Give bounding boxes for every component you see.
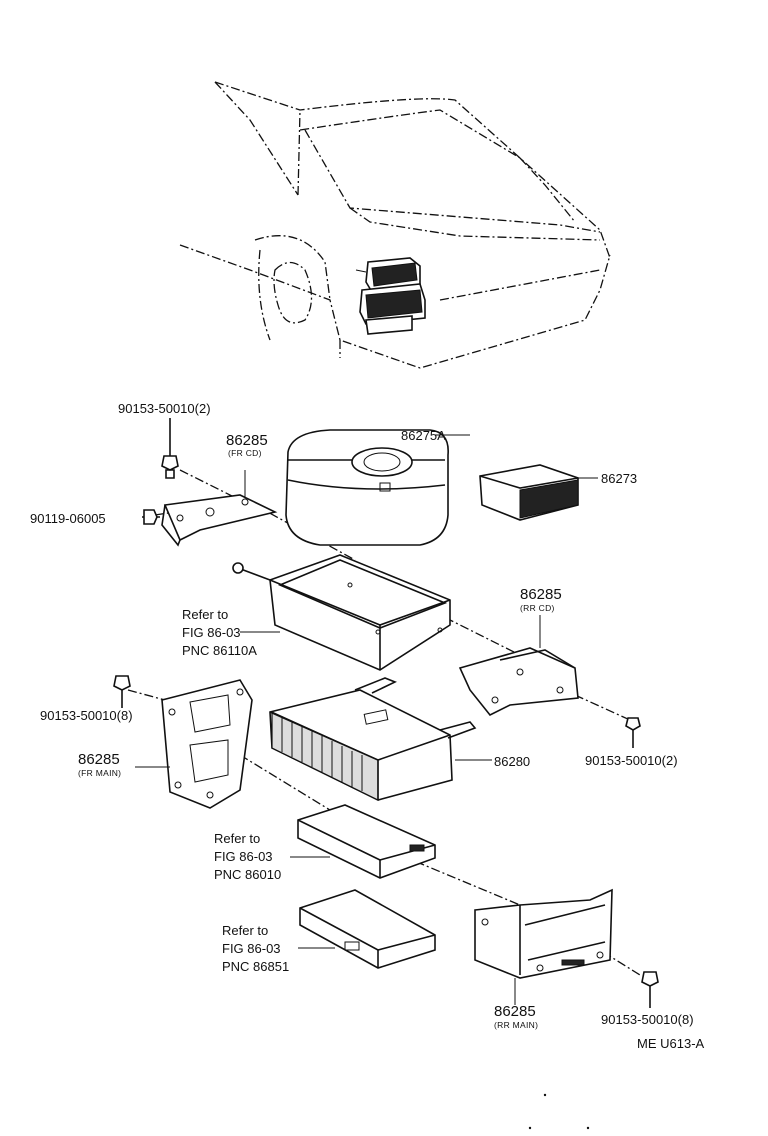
label-bolt-right-mid: 90153-50010(2) (585, 753, 678, 768)
label-ref3-line1: Refer to (222, 923, 269, 938)
label-ref1-line1: Refer to (182, 607, 229, 622)
label-bracket-rr-cd-sub: (RR CD) (520, 603, 555, 613)
label-bracket-fr-main-sub: (FR MAIN) (78, 768, 122, 778)
label-figure-code: ME U613-A (637, 1036, 705, 1051)
label-bracket-fr-cd-part: 86285 (226, 432, 268, 449)
label-bracket-rr-cd-part: 86285 (520, 586, 562, 603)
label-bracket-fr-cd-sub: (FR CD) (228, 448, 262, 458)
label-cd-changer-cover: 86275A (401, 428, 446, 443)
label-ref2-line2: FIG 86-03 (214, 849, 273, 864)
screw-left (142, 509, 160, 525)
label-disc-magazine: 86273 (601, 471, 638, 486)
label-bracket-rr-main-part: 86285 (494, 1003, 536, 1020)
label-ref2-line3: PNC 86010 (214, 867, 282, 882)
bolt-bottom-right (641, 971, 659, 1008)
label-ref3-line3: PNC 86851 (222, 959, 290, 974)
cd-player-unit (232, 554, 451, 671)
unit-86851 (298, 889, 436, 969)
bracket-rr-main (474, 888, 613, 1005)
label-bolt-top-left: 90153-50010(2) (118, 401, 211, 416)
label-bolt-bottom-right: 90153-50010(8) (601, 1012, 694, 1027)
bracket-rr-cd (458, 615, 579, 717)
label-ref3-line2: FIG 86-03 (222, 941, 281, 956)
label-bolt-left-mid: 90153-50010(8) (40, 708, 133, 723)
bolt-right-mid (625, 717, 641, 748)
bracket-fr-cd (161, 470, 278, 547)
bolt-top-left (161, 418, 179, 479)
label-ref1-line2: FIG 86-03 (182, 625, 241, 640)
label-ref1-line3: PNC 86110A (182, 643, 257, 658)
amplifier (269, 677, 492, 801)
unit-86010 (290, 804, 436, 879)
label-ref2-line1: Refer to (214, 831, 261, 846)
cd-changer-cover (285, 429, 470, 546)
label-bracket-rr-main-sub: (RR MAIN) (494, 1020, 539, 1030)
bracket-fr-main (135, 679, 253, 809)
disc-magazine (479, 464, 598, 521)
label-screw-left: 90119-06005 (30, 511, 106, 526)
label-bracket-fr-main-part: 86285 (78, 751, 120, 768)
scan-specks (528, 1093, 590, 1130)
bolt-left-mid (113, 675, 131, 708)
vehicle-outline (179, 81, 611, 369)
label-amplifier: 86280 (494, 754, 531, 769)
car-component-cluster (355, 257, 426, 335)
